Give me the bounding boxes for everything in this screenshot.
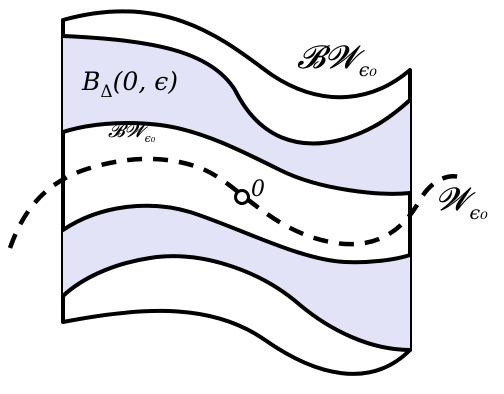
inner-band-label: 𝓑𝓦ϵ₀ [108, 120, 156, 145]
ball-label: BΔ(0, ϵ) [81, 67, 178, 102]
origin-point [234, 189, 250, 205]
ball-boundary-top [61, 34, 412, 146]
lower-ball-region [63, 205, 410, 350]
outer-band-label: 𝓑𝓦ϵ₀ [297, 38, 377, 81]
manifold-label: 𝓦ϵ₀ [436, 180, 488, 224]
inner-band-boundary-bottom [61, 203, 412, 265]
inner-band-boundary-top [61, 120, 412, 196]
origin-label: 0 [251, 177, 265, 202]
ball-boundary-bottom [61, 254, 412, 352]
upper-ball-region [63, 36, 410, 194]
